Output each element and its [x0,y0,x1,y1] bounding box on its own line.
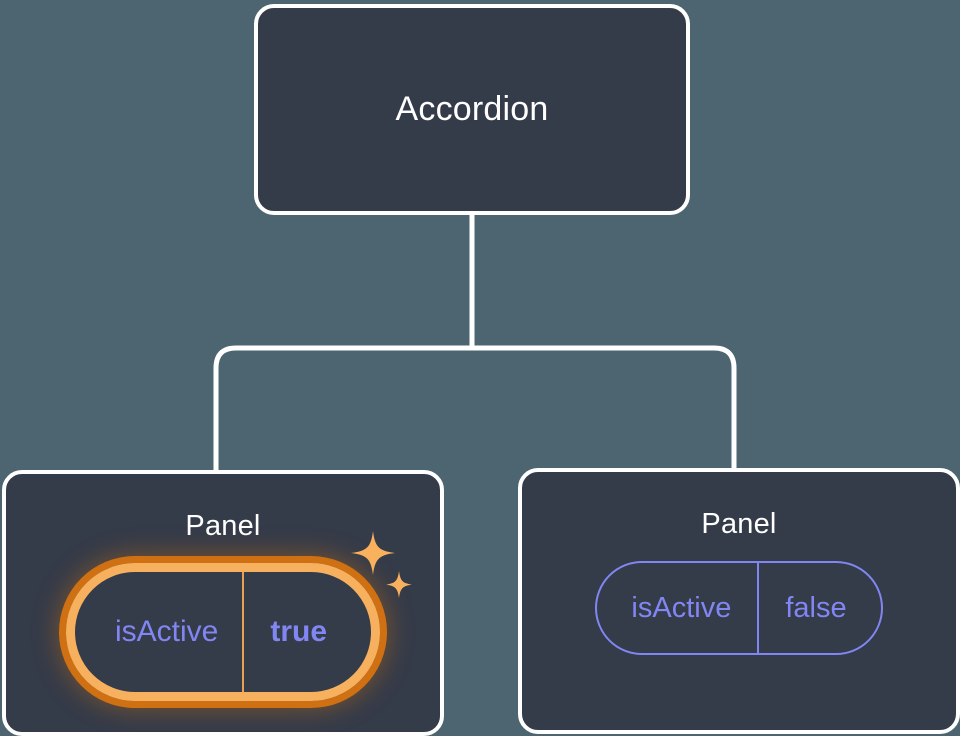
node-panel-active-title: Panel [185,510,261,542]
node-panel-active[interactable]: Panel isActive true [2,470,444,736]
prop-key: isActive [631,591,732,624]
node-accordion-title: Accordion [395,90,549,128]
prop-divider [757,563,760,653]
prop-pill-active-wrapper: isActive true [65,531,413,701]
node-panel-inactive[interactable]: Panel isActive false [518,468,960,734]
node-accordion[interactable]: Accordion [254,4,690,215]
sparkle-small-icon [386,571,413,598]
prop-divider [242,572,245,692]
prop-value: true [270,615,328,648]
prop-pill-inactive-wrapper: isActive false [595,561,883,655]
prop-pill-is-active-false[interactable]: isActive false [595,561,883,655]
sparkle-icon [351,531,396,575]
prop-pill-is-active-true[interactable]: isActive true [65,563,381,701]
node-panel-inactive-title: Panel [701,508,777,540]
prop-key: isActive [114,615,219,648]
connector-branch [213,345,737,470]
prop-value: false [785,591,847,624]
